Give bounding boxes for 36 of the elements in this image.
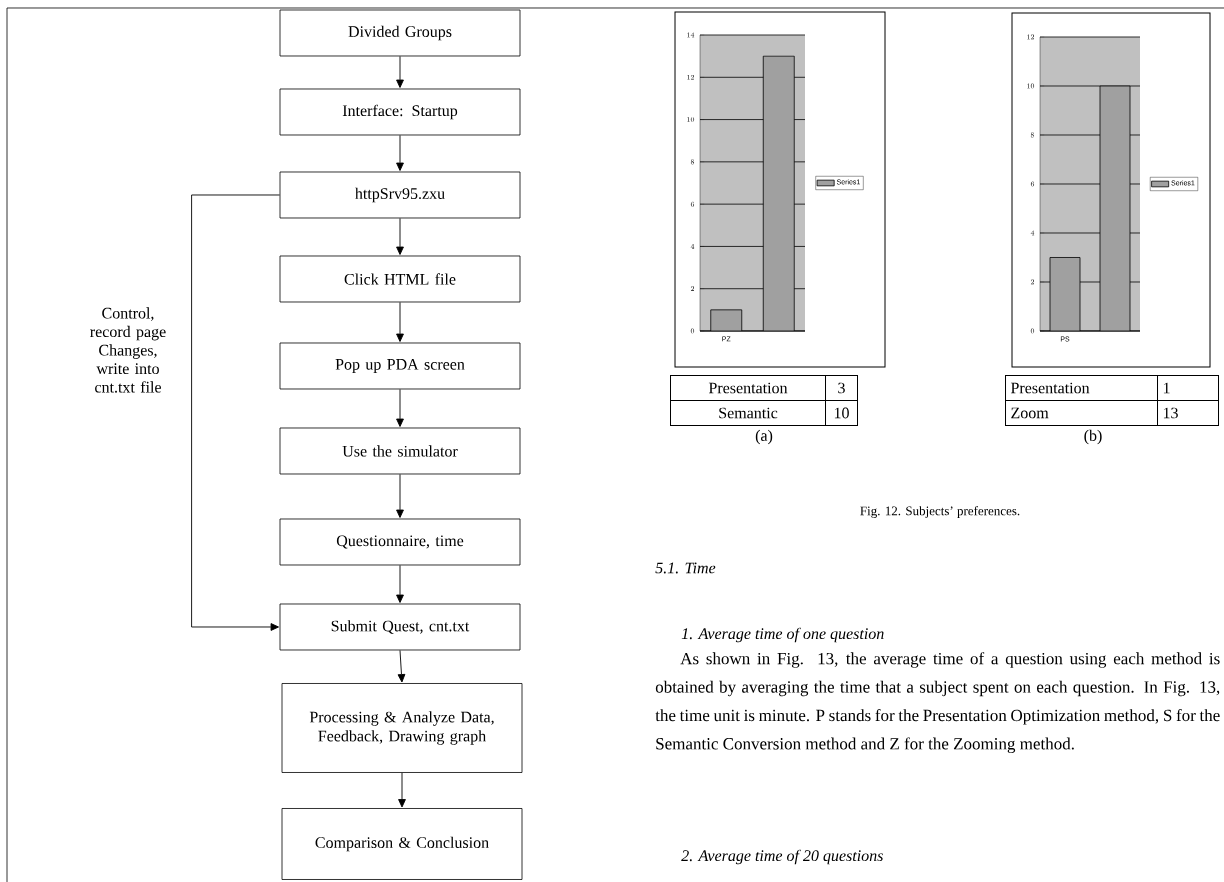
process-box: Comparison & Conclusion <box>281 808 523 880</box>
table-cell: Semantic <box>670 400 826 426</box>
arrow <box>396 564 404 603</box>
table-cell: Presentation <box>670 375 826 401</box>
arrow <box>397 649 406 683</box>
subheading: 2. Average time of 20 questions <box>681 849 883 865</box>
table-cell: Presentation <box>1005 375 1158 401</box>
arrow <box>396 473 404 518</box>
process-box: Questionnaire, time <box>279 518 521 566</box>
arrow <box>396 217 404 255</box>
edge-label: Control, record page Changes, write into cnt.txt file <box>81 306 175 394</box>
table-cell: 10 <box>825 400 858 426</box>
arrow <box>396 134 404 171</box>
table-cell: Zoom <box>1005 400 1158 426</box>
paragraph: As shown in Fig. 13, the average time of a question using each method is obtained by averaging the time that a subject spent on each question. In Fig. 13, the time unit is minute. P stands for the Presentation Optimization method, S for the Semantic Conversion method and Z for the Zooming method. <box>655 652 1220 754</box>
table-cell: 1 <box>1157 375 1219 401</box>
process-box: Submit Quest, cnt.txt <box>279 603 521 651</box>
arrow <box>191 194 281 631</box>
subfigure-label: (b) <box>1084 429 1102 445</box>
arrow <box>396 388 404 427</box>
arrow <box>398 772 406 808</box>
arrow <box>396 301 404 342</box>
process-box: Pop up PDA screen <box>279 342 521 390</box>
process-box: Interface: Startup <box>279 88 521 136</box>
table-cell: 13 <box>1157 400 1219 426</box>
subheading: 1. Average time of one question <box>681 627 884 643</box>
process-box: Divided Groups <box>279 9 521 57</box>
table-cell: 3 <box>825 375 858 401</box>
subfigure-label: (a) <box>755 429 773 445</box>
figure-caption: Fig. 12. Subjects’ preferences. <box>860 506 1020 518</box>
process-box: Use the simulator <box>279 427 521 475</box>
arrow <box>396 55 404 88</box>
section-heading: 5.1. Time <box>655 562 716 574</box>
process-box: httpSrv95.zxu <box>279 171 521 219</box>
process-box: Click HTML file <box>279 255 521 303</box>
process-box: Processing & Analyze Data, Feedback, Drawing graph <box>281 683 523 773</box>
